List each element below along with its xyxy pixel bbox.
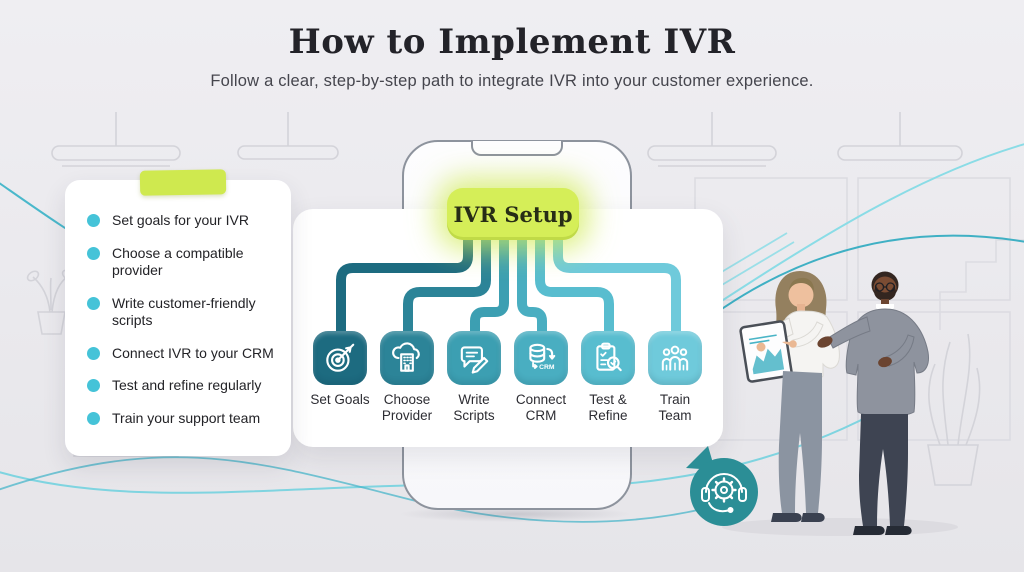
headset-gear-icon [701, 473, 747, 513]
ivr-setup-label: IVR Setup [453, 201, 573, 227]
bullet-icon [87, 346, 100, 360]
chat-pencil-icon [460, 346, 489, 374]
crm-badge: CRM [539, 364, 555, 371]
step-label: Train Team [658, 392, 692, 424]
step-square [581, 331, 635, 385]
step-square [313, 331, 367, 385]
tablet [739, 320, 793, 383]
support-bubble [686, 446, 758, 526]
flow-step-set-goals: Set Goals [309, 331, 371, 425]
checklist-item-label: Choose a compatible provider [112, 244, 244, 279]
phone-shadow [398, 506, 632, 522]
checklist: Set goals for your IVR Choose a compatib… [87, 212, 277, 427]
step-label: Write Scripts [453, 392, 495, 424]
pendant-lamp-icon [837, 112, 963, 161]
checklist-item-label: Write customer-friendly scripts [112, 294, 256, 329]
connector-line [470, 240, 509, 331]
connector-line [403, 240, 491, 331]
list-item: Set goals for your IVR [87, 212, 277, 230]
checklist-item-label: Train your support team [112, 409, 261, 426]
connector-line [553, 240, 681, 331]
phone-notch [471, 141, 563, 156]
people-illustration [722, 271, 958, 536]
step-square: CRM [514, 331, 568, 385]
page-subtitle: Follow a clear, step-by-step path to int… [210, 72, 814, 90]
step-square [380, 331, 434, 385]
header: How to Implement IVR Follow a clear, ste… [0, 22, 1024, 91]
step-label: Choose Provider [381, 392, 433, 424]
connector-line [517, 240, 547, 331]
flow-step-train-team: Train Team [644, 331, 706, 425]
step-square [447, 331, 501, 385]
plant-lineart [927, 333, 981, 486]
pendant-lamp-icon [647, 112, 777, 167]
page-title: How to Implement IVR [288, 22, 736, 62]
bullet-icon [87, 411, 100, 425]
target-icon [326, 343, 355, 372]
connector-line [336, 240, 473, 331]
list-item: Write customer-friendly scripts [87, 295, 277, 330]
step-label: Set Goals [310, 392, 370, 407]
pendant-lamp-icon [51, 112, 181, 167]
bullet-icon [87, 379, 100, 392]
man-illustration [817, 271, 929, 535]
checklist-item-label: Test and refine regularly [112, 377, 262, 393]
checklist-card: Set goals for your IVR Choose a compatib… [65, 180, 291, 456]
flow-connectors [336, 240, 681, 331]
list-item: Connect IVR to your CRM [87, 345, 277, 363]
list-item: Train your support team [87, 410, 277, 428]
flow-steps: Set Goals Choose Provider [309, 331, 706, 425]
cloud-building-icon [392, 342, 420, 372]
step-square [648, 331, 702, 385]
step-label: Test & Refine [588, 392, 628, 424]
clipboard-magnifier-icon [596, 342, 622, 372]
bullet-icon [87, 246, 100, 260]
step-label: Connect CRM [515, 392, 567, 424]
checklist-item-label: Set goals for your IVR [112, 212, 249, 228]
tape-accent [139, 169, 227, 196]
woman-illustration [739, 271, 840, 522]
pendant-lamp-icon [237, 112, 339, 160]
list-item: Choose a compatible provider [87, 245, 277, 280]
flow-step-connect-crm: CRM Connect CRM [510, 331, 572, 425]
checklist-item-label: Connect IVR to your CRM [112, 344, 274, 361]
flow-step-write-scripts: Write Scripts [443, 331, 505, 425]
flow-step-test-refine: Test & Refine [577, 331, 639, 425]
team-icon [661, 345, 689, 371]
list-item: Test and refine regularly [87, 377, 277, 395]
database-crm-icon: CRM [529, 343, 556, 371]
bullet-icon [87, 296, 100, 310]
flow-card: Set Goals Choose Provider [293, 209, 723, 447]
flow-step-choose-provider: Choose Provider [376, 331, 438, 425]
connector-line [535, 240, 614, 331]
ivr-setup-pill: IVR Setup [447, 188, 579, 240]
bullet-icon [87, 214, 100, 227]
